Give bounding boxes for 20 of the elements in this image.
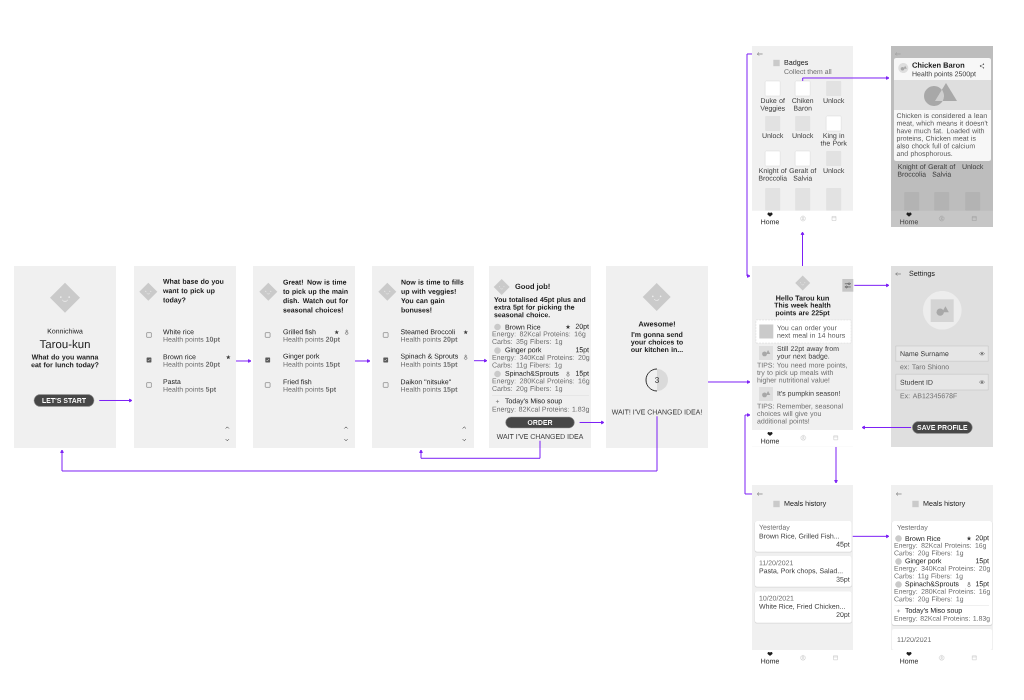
arrow: [98, 398, 133, 403]
arrow: [802, 76, 890, 82]
arrow: [579, 420, 605, 425]
arrow: [419, 440, 541, 459]
arrow: [707, 380, 751, 384]
badge-tile: [795, 188, 811, 211]
arrow: [746, 53, 753, 278]
arrow: [354, 359, 371, 363]
arrow: [473, 358, 488, 363]
arrow: [834, 446, 838, 484]
arrow: [861, 425, 912, 430]
arrow: [60, 415, 658, 472]
title: Tarou-kun: [39, 339, 90, 349]
arrow: [800, 231, 805, 267]
arrow: [852, 534, 890, 539]
arrow: [235, 359, 252, 363]
badge-tile: [826, 188, 842, 211]
arrow: [853, 283, 890, 288]
arrow: [744, 413, 753, 495]
badge-tile: [765, 188, 781, 211]
